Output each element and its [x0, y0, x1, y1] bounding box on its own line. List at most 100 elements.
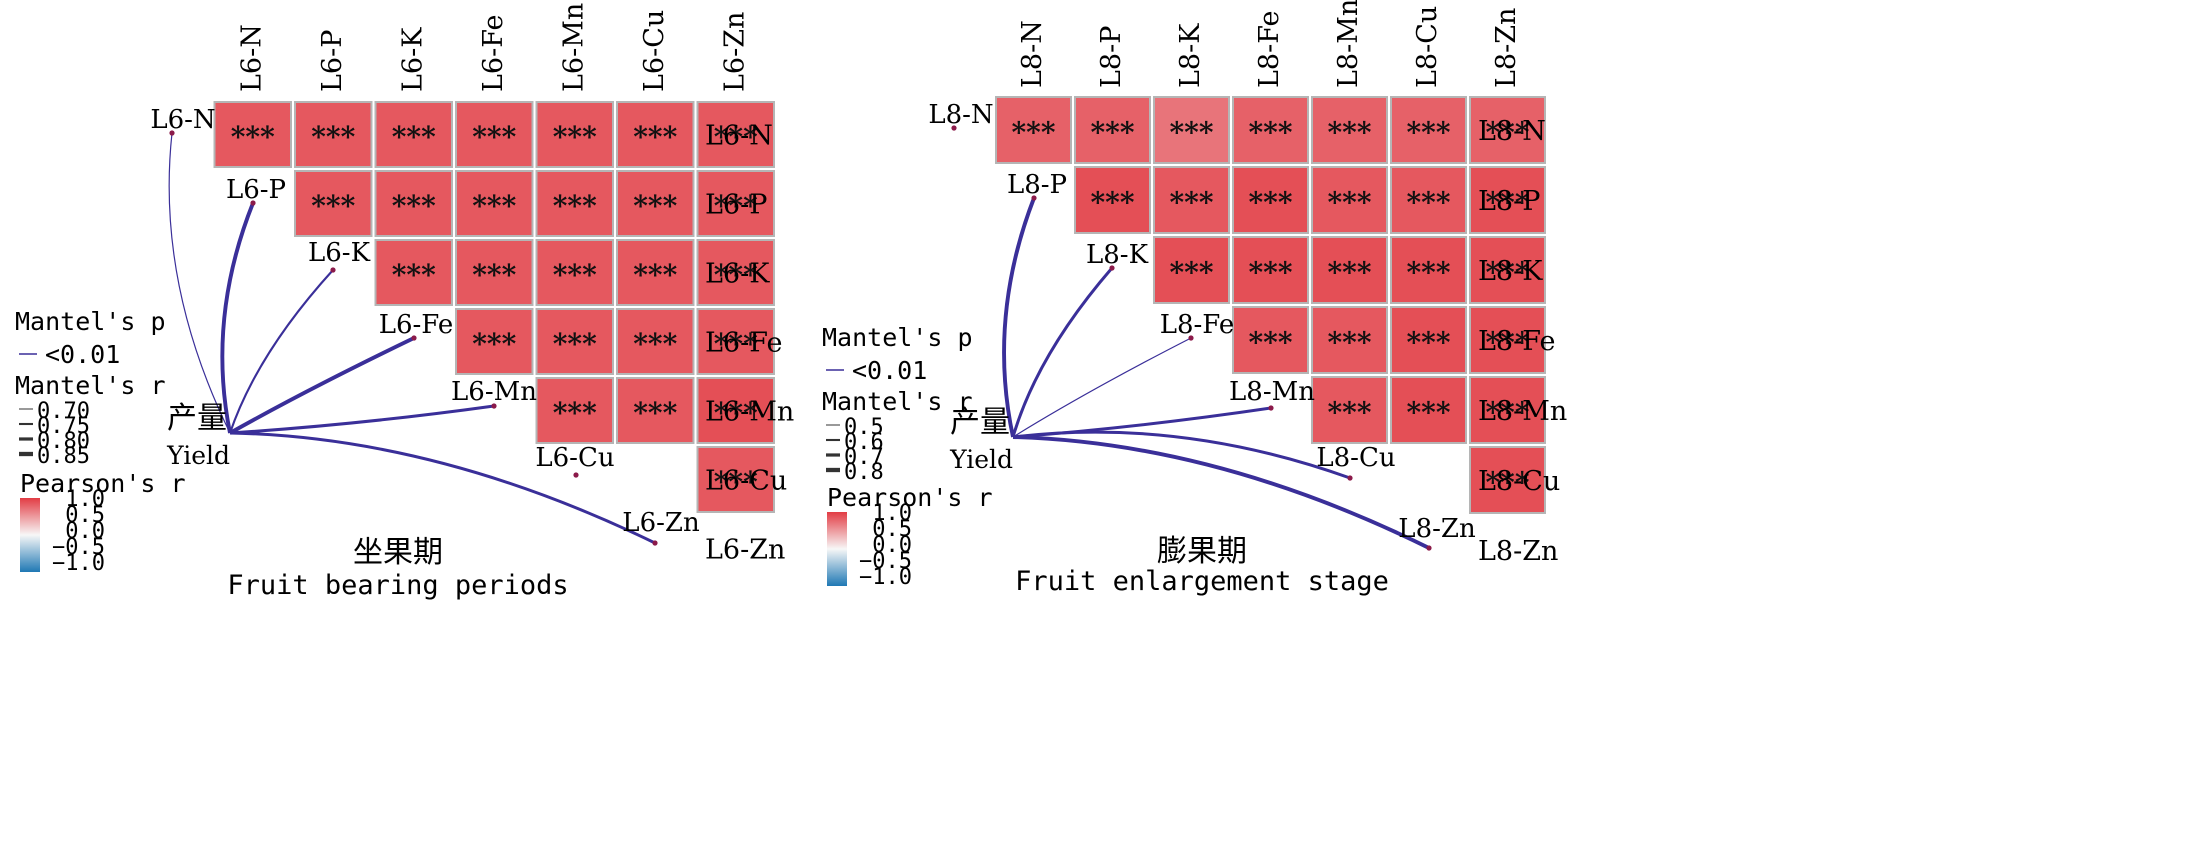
cell-significance: ***: [714, 397, 758, 430]
row-label: L6-N: [705, 121, 773, 152]
mantel-link: [168, 132, 231, 434]
yield-label-cn: 产量: [950, 405, 1010, 440]
row-label: L6-Zn: [705, 535, 785, 566]
cell-significance: ***: [1407, 256, 1451, 289]
cell-significance: ***: [1249, 186, 1293, 219]
cell-significance: ***: [553, 397, 597, 430]
heatmap-cell: [455, 101, 534, 168]
column-label: L6-Zn: [719, 12, 750, 92]
cell-significance: ***: [472, 121, 516, 154]
cell-significance: ***: [714, 259, 758, 292]
column-label: L6-P: [317, 30, 348, 92]
cell-significance: ***: [633, 328, 677, 361]
column-label: L6-Cu: [639, 10, 670, 92]
legend-mantel-p-title: Mantel's p: [15, 307, 166, 336]
heatmap-cell: [1469, 96, 1546, 164]
cell-significance: ***: [1486, 396, 1530, 429]
heatmap-cell: [616, 170, 695, 237]
cell-significance: ***: [1328, 396, 1372, 429]
legend-mantel-p-title: Mantel's p: [822, 323, 973, 352]
cell-significance: ***: [392, 190, 436, 223]
node-dot: [1268, 405, 1274, 411]
node-dot: [169, 130, 175, 136]
panel-subtitle: Fruit enlargement stage: [1015, 566, 1389, 597]
heatmap-cell: [1311, 96, 1388, 164]
node-label: L8-K: [1086, 240, 1149, 270]
node-label: L6-P: [226, 175, 286, 205]
legend-pearson-tick: 0.5: [872, 517, 912, 542]
legend-pearson-tick: −1.0: [859, 565, 912, 590]
row-label: L8-Zn: [1478, 536, 1558, 567]
mantel-link: [1012, 435, 1430, 550]
node-label: L8-P: [1007, 170, 1067, 200]
cell-significance: ***: [714, 466, 758, 499]
column-label: L6-K: [397, 27, 428, 92]
heatmap-cell: [1232, 306, 1309, 374]
heatmap-cell: [696, 239, 775, 306]
heatmap-cell: [1390, 306, 1467, 374]
node-label: L8-Fe: [1160, 310, 1235, 340]
cell-significance: ***: [472, 259, 516, 292]
legend-mantel-r-item: 0.5: [844, 415, 884, 440]
cell-significance: ***: [1249, 116, 1293, 149]
heatmap-cell: [294, 101, 373, 168]
legend-pearson-title: Pearson's r: [20, 469, 186, 498]
heatmap-cell: [1153, 236, 1230, 304]
heatmap-cell: [1153, 96, 1230, 164]
cell-significance: ***: [392, 259, 436, 292]
row-label: L8-Cu: [1478, 466, 1560, 497]
legend-pearson-tick: 0.5: [65, 503, 105, 528]
legend-mantel-r-title: Mantel's r: [822, 387, 973, 416]
node-dot: [1031, 195, 1037, 201]
heatmap-cell: [374, 239, 453, 306]
column-label: L8-Zn: [1491, 8, 1522, 88]
cell-significance: ***: [231, 121, 275, 154]
node-label: L8-Cu: [1316, 443, 1395, 473]
row-label: L8-Fe: [1478, 326, 1555, 357]
node-dot: [1426, 545, 1432, 551]
row-label: L6-Mn: [705, 397, 794, 428]
cell-significance: ***: [1407, 396, 1451, 429]
legend-mantel-r-item: 0.80: [37, 429, 90, 454]
column-label: L8-Cu: [1412, 6, 1443, 88]
heatmap-cell: [1232, 236, 1309, 304]
cell-significance: ***: [1486, 326, 1530, 359]
legend-pearson-tick: −0.5: [859, 549, 912, 574]
heatmap-cell: [535, 101, 614, 168]
mantel-link: [1012, 430, 1351, 480]
cell-significance: ***: [392, 121, 436, 154]
heatmap-cell: [535, 308, 614, 375]
node-label: L8-Mn: [1229, 377, 1315, 407]
heatmap-cell: [1074, 166, 1151, 234]
node-dot: [573, 472, 579, 478]
column-label: L6-N: [236, 24, 267, 92]
cell-significance: ***: [714, 328, 758, 361]
mantel-link: [1012, 337, 1192, 438]
cell-significance: ***: [1407, 186, 1451, 219]
mantel-link: [220, 202, 255, 434]
heatmap-cell: [1469, 236, 1546, 304]
legend-mantel-r-item: 0.70: [37, 399, 90, 424]
legend-mantel-p-item: <0.01: [852, 356, 927, 385]
node-dot: [1188, 335, 1194, 341]
heatmap-cell: [1390, 236, 1467, 304]
heatmap-cell: [455, 308, 534, 375]
yield-label-cn: 产量: [167, 401, 227, 436]
cell-significance: ***: [633, 121, 677, 154]
heatmap-cell: [1469, 446, 1546, 514]
panel-subtitle: Fruit bearing periods: [227, 570, 568, 601]
node-label: L6-N: [150, 105, 215, 135]
heatmap-cell: [213, 101, 292, 168]
node-label: L6-Fe: [379, 310, 454, 340]
node-label: L8-Zn: [1398, 514, 1476, 544]
heatmap-cell: [1311, 166, 1388, 234]
cell-significance: ***: [1407, 326, 1451, 359]
node-label: L6-Mn: [451, 377, 537, 407]
heatmap-cell: [616, 377, 695, 444]
cell-significance: ***: [633, 190, 677, 223]
heatmap-cell: [1390, 96, 1467, 164]
node-dot: [652, 540, 658, 546]
row-label: L8-K: [1478, 256, 1543, 287]
cell-significance: ***: [311, 190, 355, 223]
